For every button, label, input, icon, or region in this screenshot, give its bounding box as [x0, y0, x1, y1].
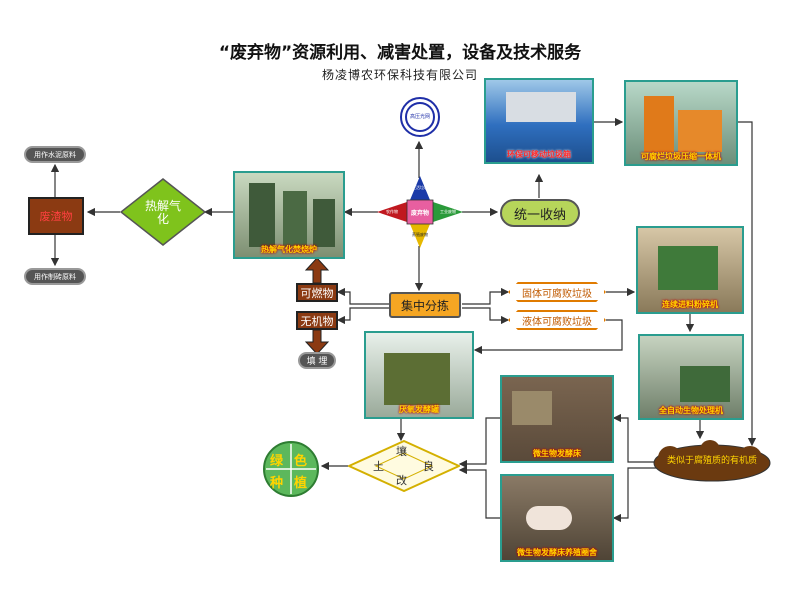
photo-pig-pen-caption: 微生物发酵床养殖圈舍: [517, 548, 597, 557]
photo-bio-processor-caption: 全自动生物处理机: [659, 406, 723, 415]
arrow-organic-to-bed: [612, 413, 668, 463]
arrow-pig-to-soil: [458, 465, 500, 519]
photo-incinerator-caption: 热解气化焚烧炉: [261, 245, 317, 254]
center-arm-top: 生活垃圾: [412, 185, 428, 190]
center-compass: [377, 176, 463, 248]
bed-wall: [512, 391, 552, 425]
processor-body: [680, 366, 730, 402]
arrow-inorganic-down: [304, 329, 330, 355]
arrow-bed-to-soil: [458, 417, 500, 469]
center-core-label: 废弃物: [410, 209, 429, 217]
center-arm-left: 农作物: [386, 209, 398, 214]
organic-matter-cloud: [653, 440, 771, 482]
collect-node: 统一收纳: [500, 199, 580, 227]
photo-env-bin: 环保可移动垃圾箱: [484, 78, 594, 164]
waste-residue-node: 废渣物: [28, 197, 84, 235]
green-char-1: 绿: [270, 454, 284, 469]
organic-matter-label: 类似于腐殖质的有机质: [666, 456, 757, 467]
photo-bio-processor: 全自动生物处理机: [638, 334, 744, 420]
tank-body: [384, 353, 450, 405]
arrow-organic-to-pig: [612, 467, 668, 523]
green-planting-circle: [263, 441, 319, 497]
inorganic-node: 无机物: [296, 311, 338, 330]
green-char-4: 植: [294, 476, 308, 491]
use-brick-node: 用作制砖原料: [24, 268, 86, 285]
compressor-unit-b: [678, 110, 722, 152]
green-char-2: 色: [294, 454, 308, 469]
target-circle: [400, 97, 440, 137]
photo-compressor: 可腐烂垃圾压缩一体机: [624, 80, 738, 166]
photo-incinerator: 热解气化焚烧炉: [233, 171, 345, 259]
soil-char-3: 良: [423, 460, 434, 473]
soil-char-2: 土: [373, 460, 384, 473]
page-title: “废弃物”资源利用、减害处置，设备及技术服务: [218, 43, 582, 63]
compressor-unit-a: [644, 96, 674, 152]
photo-compressor-caption: 可腐烂垃圾压缩一体机: [641, 152, 721, 161]
incinerator-tower-c: [313, 199, 335, 247]
photo-tank: 厌氧发酵罐: [364, 331, 474, 419]
soil-char-1: 壤: [396, 445, 407, 458]
arrow-combustible-up: [304, 257, 330, 284]
photo-fermentation-bed: 微生物发酵床: [500, 375, 614, 463]
arrow-sorting-to-liquid: [462, 307, 510, 325]
photo-pig-pen: 微生物发酵床养殖圈舍: [500, 474, 614, 562]
arrow-compressor-to-organic: [738, 121, 757, 447]
target-circle-label: 高压光网: [409, 113, 430, 120]
arrow-liquid-to-tank: [473, 319, 623, 355]
incinerator-tower-b: [283, 191, 307, 247]
pyrolysis-diamond: [120, 178, 206, 246]
sorting-node: 集中分拣: [389, 292, 461, 318]
green-char-3: 种: [270, 476, 284, 491]
landfill-node: 填 埋: [298, 352, 336, 369]
soil-char-4: 改: [396, 474, 407, 487]
soil-improve-diamond: [348, 440, 460, 492]
pyrolysis-label: 热解气化: [144, 198, 181, 226]
use-cement-node: 用作水泥原料: [24, 146, 86, 163]
feeder-body: [658, 246, 718, 290]
arrow-sorting-to-inorganic: [336, 307, 389, 325]
photo-feeder: 连续进料粉碎机: [636, 226, 744, 314]
center-arm-bottom: 养殖废物: [412, 232, 428, 237]
liquid-waste-node: 液体可腐败垃圾: [508, 310, 606, 330]
pig-figure: [526, 506, 572, 530]
bin-body: [506, 92, 576, 122]
photo-env-bin-caption: 环保可移动垃圾箱: [507, 150, 571, 159]
solid-waste-node: 固体可腐败垃圾: [508, 282, 606, 302]
photo-fermentation-bed-caption: 微生物发酵床: [533, 449, 581, 458]
company-name: 杨凌博农环保科技有限公司: [321, 68, 478, 82]
arrow-sorting-to-combustible: [336, 287, 389, 305]
combustible-node: 可燃物: [296, 283, 338, 302]
arrow-sorting-to-solid: [462, 287, 510, 305]
incinerator-tower-a: [249, 183, 275, 247]
photo-feeder-caption: 连续进料粉碎机: [662, 300, 718, 309]
center-arm-right: 工业废物: [440, 209, 456, 214]
photo-tank-caption: 厌氧发酵罐: [399, 405, 439, 414]
